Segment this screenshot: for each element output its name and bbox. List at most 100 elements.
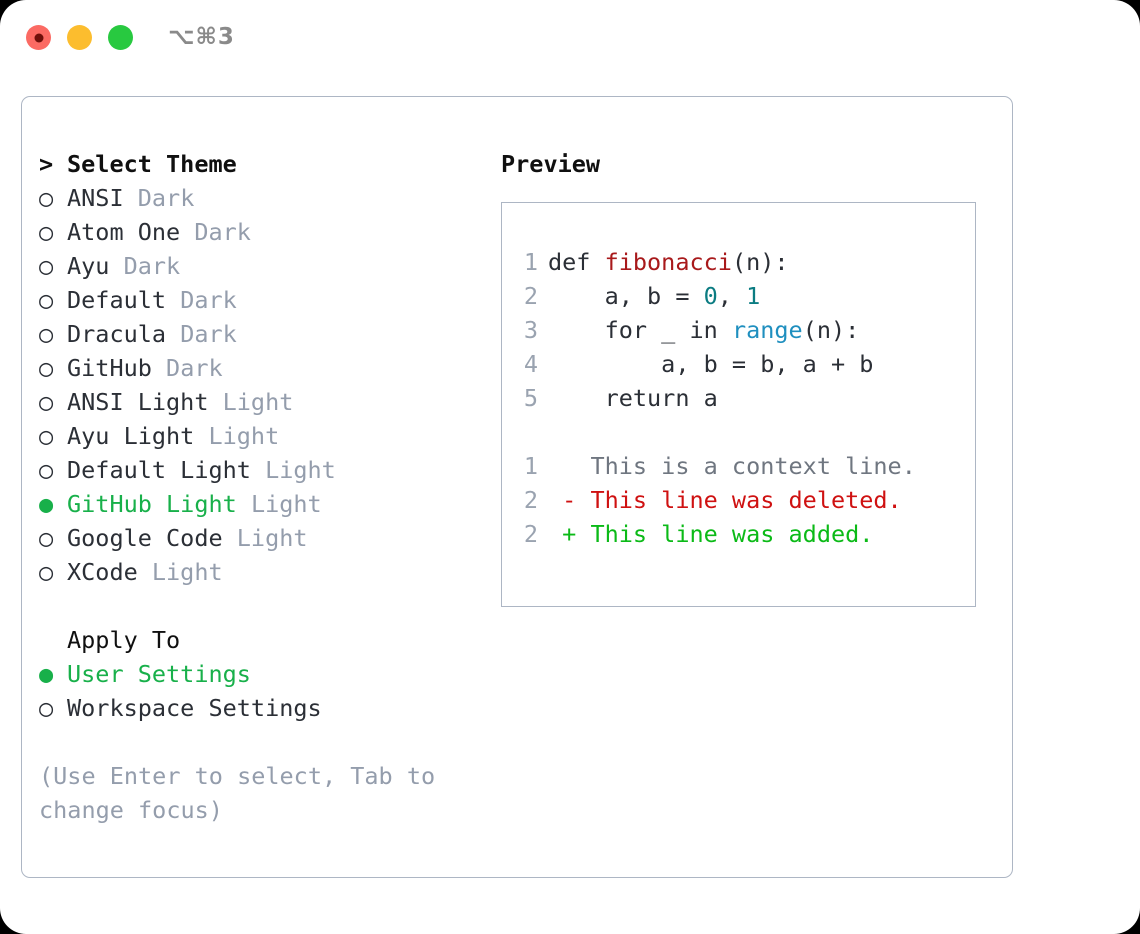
line-number: 1 bbox=[523, 248, 538, 276]
code-line: 1 def fibonacci(n): bbox=[502, 245, 975, 279]
diff-spacer bbox=[502, 415, 975, 449]
close-icon bbox=[34, 33, 43, 42]
theme-item-variant-tag: Dark bbox=[180, 286, 237, 314]
close-window-button[interactable] bbox=[26, 25, 51, 50]
token-plain: return a bbox=[548, 384, 718, 412]
select-theme-label: Select Theme bbox=[67, 150, 237, 178]
code-line: 3 for _ in range(n): bbox=[502, 313, 975, 347]
theme-item-variant-tag: Light bbox=[236, 524, 308, 552]
theme-item-xcode[interactable]: ○XCode Light bbox=[39, 555, 489, 589]
diff-line-text: This is a context line. bbox=[548, 452, 916, 480]
apply-to-item-label: User Settings bbox=[67, 660, 251, 688]
radio-selected-icon: ● bbox=[39, 660, 54, 688]
radio-unselected-icon: ○ bbox=[39, 286, 54, 314]
theme-item-variant-tag: Light bbox=[250, 490, 322, 518]
theme-item-variant-tag: Dark bbox=[137, 184, 195, 212]
theme-item-ansi-light[interactable]: ○ANSI Light Light bbox=[39, 385, 489, 419]
keyboard-shortcut-label: ⌥⌘3 bbox=[168, 24, 235, 50]
code-line: 2 a, b = 0, 1 bbox=[502, 279, 975, 313]
radio-unselected-icon: ○ bbox=[39, 184, 54, 212]
theme-item-default[interactable]: ○ Default Dark bbox=[39, 283, 489, 317]
theme-item-label: ANSI Light bbox=[67, 388, 223, 416]
radio-unselected-icon: ○ bbox=[39, 252, 54, 280]
radio-unselected-icon: ○ bbox=[39, 456, 54, 484]
token-number: 1 bbox=[746, 282, 761, 310]
maximize-window-button[interactable] bbox=[108, 25, 133, 50]
apply-to-item-workspace-settings[interactable]: ○ Workspace Settings bbox=[39, 691, 489, 725]
code-line: 4 a, b = b, a + b bbox=[502, 347, 975, 381]
preview-heading: Preview bbox=[501, 150, 601, 178]
theme-item-variant-tag: Dark bbox=[166, 354, 223, 382]
radio-unselected-icon: ○ bbox=[39, 354, 54, 382]
theme-list-column: >Select Theme ○ANSI Dark○Atom One Dark○A… bbox=[39, 147, 489, 827]
radio-unselected-icon: ○ bbox=[39, 422, 54, 450]
radio-selected-icon: ● bbox=[39, 490, 54, 518]
title-bar: ⌥⌘3 bbox=[0, 0, 1140, 78]
theme-item-variant-tag: Light bbox=[151, 558, 223, 586]
line-number: 4 bbox=[523, 350, 538, 378]
theme-item-dracula[interactable]: ○Dracula Dark bbox=[39, 317, 489, 351]
theme-item-variant-tag: Dark bbox=[123, 252, 181, 280]
theme-item-label: Atom One bbox=[67, 218, 195, 246]
line-number: 3 bbox=[523, 316, 538, 344]
theme-item-variant-tag: Light bbox=[222, 388, 294, 416]
diff-line-context: 1 This is a context line. bbox=[502, 449, 975, 483]
apply-to-label: Apply To bbox=[67, 626, 181, 654]
theme-selector-panel: >Select Theme ○ANSI Dark○Atom One Dark○A… bbox=[21, 96, 1013, 878]
diff-line-deleted: 2 - This line was deleted. bbox=[502, 483, 975, 517]
code-line: 5 return a bbox=[502, 381, 975, 415]
diff-line-added: 2 + This line was added. bbox=[502, 517, 975, 551]
apply-to-item-label: Workspace Settings bbox=[67, 694, 322, 722]
line-number: 5 bbox=[523, 384, 538, 412]
theme-item-atom-one[interactable]: ○ Atom One Dark bbox=[39, 215, 489, 249]
token-plain: a, b = b, a + b bbox=[548, 350, 874, 378]
theme-item-github-light[interactable]: ● GitHub Light Light bbox=[39, 487, 489, 521]
line-number: 2 bbox=[523, 486, 538, 514]
token-number: 0 bbox=[703, 282, 718, 310]
theme-item-default-light[interactable]: ○ Default Light Light bbox=[39, 453, 489, 487]
caret-icon: > bbox=[39, 150, 54, 178]
theme-item-variant-tag: Light bbox=[208, 422, 280, 450]
radio-unselected-icon: ○ bbox=[39, 320, 54, 348]
line-number: 2 bbox=[523, 520, 538, 548]
diff-line-text: + This line was added. bbox=[548, 520, 874, 548]
radio-unselected-icon: ○ bbox=[39, 524, 54, 552]
theme-item-label: Default bbox=[67, 286, 181, 314]
theme-item-label: Default Light bbox=[67, 456, 266, 484]
theme-item-variant-tag: Dark bbox=[194, 218, 251, 246]
theme-item-github[interactable]: ○ GitHub Dark bbox=[39, 351, 489, 385]
diff-line-text: - This line was deleted. bbox=[548, 486, 902, 514]
diff-sample: 1 This is a context line.2 - This line w… bbox=[502, 449, 975, 551]
token-plain: def bbox=[548, 248, 605, 276]
theme-item-label: Ayu bbox=[67, 252, 124, 280]
apply-to-item-user-settings[interactable]: ● User Settings bbox=[39, 657, 489, 691]
minimize-window-button[interactable] bbox=[67, 25, 92, 50]
theme-item-label: Dracula bbox=[67, 320, 181, 348]
theme-item-ayu[interactable]: ○ Ayu Dark bbox=[39, 249, 489, 283]
keyboard-hint-text: (Use Enter to select, Tab to change focu… bbox=[39, 762, 436, 824]
theme-item-label: GitHub bbox=[67, 354, 167, 382]
line-number: 2 bbox=[523, 282, 538, 310]
token-function: fibonacci bbox=[604, 248, 732, 276]
theme-item-label: Ayu Light bbox=[67, 422, 209, 450]
radio-unselected-icon: ○ bbox=[39, 694, 54, 722]
token-plain: , bbox=[717, 282, 747, 310]
theme-item-ayu-light[interactable]: ○ Ayu Light Light bbox=[39, 419, 489, 453]
theme-list: ○ANSI Dark○Atom One Dark○Ayu Dark○Defaul… bbox=[39, 181, 489, 589]
token-keyword: range bbox=[731, 316, 803, 344]
radio-unselected-icon: ○ bbox=[39, 218, 54, 246]
radio-unselected-icon: ○ bbox=[39, 558, 54, 586]
theme-item-label: GitHub Light bbox=[67, 490, 251, 518]
window-controls bbox=[26, 25, 133, 50]
token-plain: (n): bbox=[731, 248, 789, 276]
theme-item-variant-tag: Light bbox=[265, 456, 336, 484]
theme-item-google-code[interactable]: ○Google Code Light bbox=[39, 521, 489, 555]
select-theme-heading: > Select Theme bbox=[39, 147, 489, 181]
token-plain: for _ in bbox=[548, 316, 732, 344]
theme-item-ansi[interactable]: ○ANSI Dark bbox=[39, 181, 489, 215]
list-spacer bbox=[39, 589, 489, 623]
